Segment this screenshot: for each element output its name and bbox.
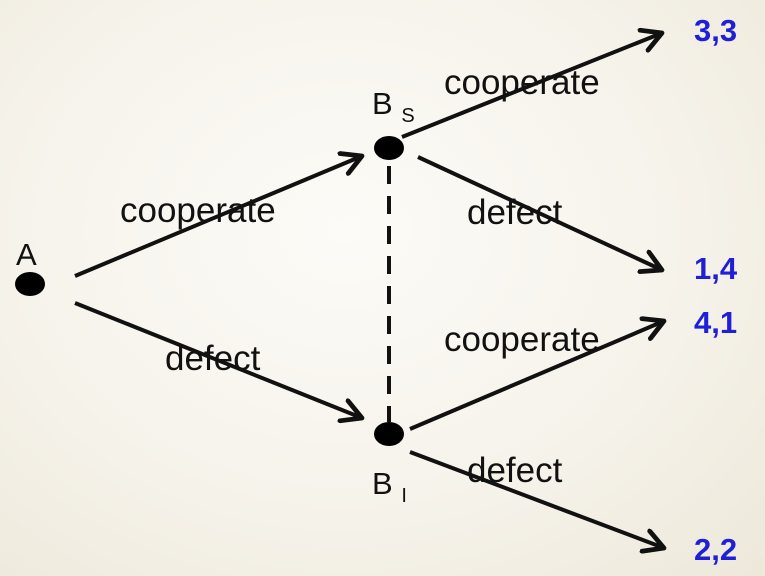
- edge-bi-cooperate: [409, 321, 664, 431]
- node-bs-letter: B: [372, 86, 393, 121]
- edge-a-defect: [74, 301, 362, 418]
- payoff-cooperate-defect: 1,4: [694, 251, 738, 286]
- node-a-label: A: [16, 237, 37, 272]
- node-bi-letter: B: [372, 466, 393, 501]
- edge-bs-cooperate: [401, 33, 662, 139]
- edge-bs-defect: [417, 155, 662, 270]
- payoff-defect-cooperate: 4,1: [694, 305, 737, 340]
- edge-label-bi-defect: defect: [467, 451, 563, 490]
- edge-bi-defect: [409, 450, 664, 548]
- edge-label-bs-cooperate: cooperate: [444, 63, 600, 102]
- node-bi-label: B I: [372, 466, 407, 507]
- node-bi-dot: [374, 422, 404, 446]
- node-bs-dot: [374, 136, 404, 160]
- edge-label-bi-cooperate: cooperate: [444, 320, 600, 359]
- edge-label-a-cooperate: cooperate: [120, 191, 276, 230]
- payoff-defect-defect: 2,2: [694, 532, 737, 567]
- node-a-dot: [15, 272, 45, 296]
- edge-a-cooperate: [74, 156, 362, 278]
- node-bi-subscript: I: [401, 485, 407, 507]
- edge-label-a-defect: defect: [165, 339, 261, 378]
- payoff-cooperate-cooperate: 3,3: [694, 13, 737, 48]
- node-bs-subscript: S: [401, 105, 414, 127]
- edge-label-bs-defect: defect: [467, 193, 563, 232]
- node-bs-label: B S: [372, 86, 415, 127]
